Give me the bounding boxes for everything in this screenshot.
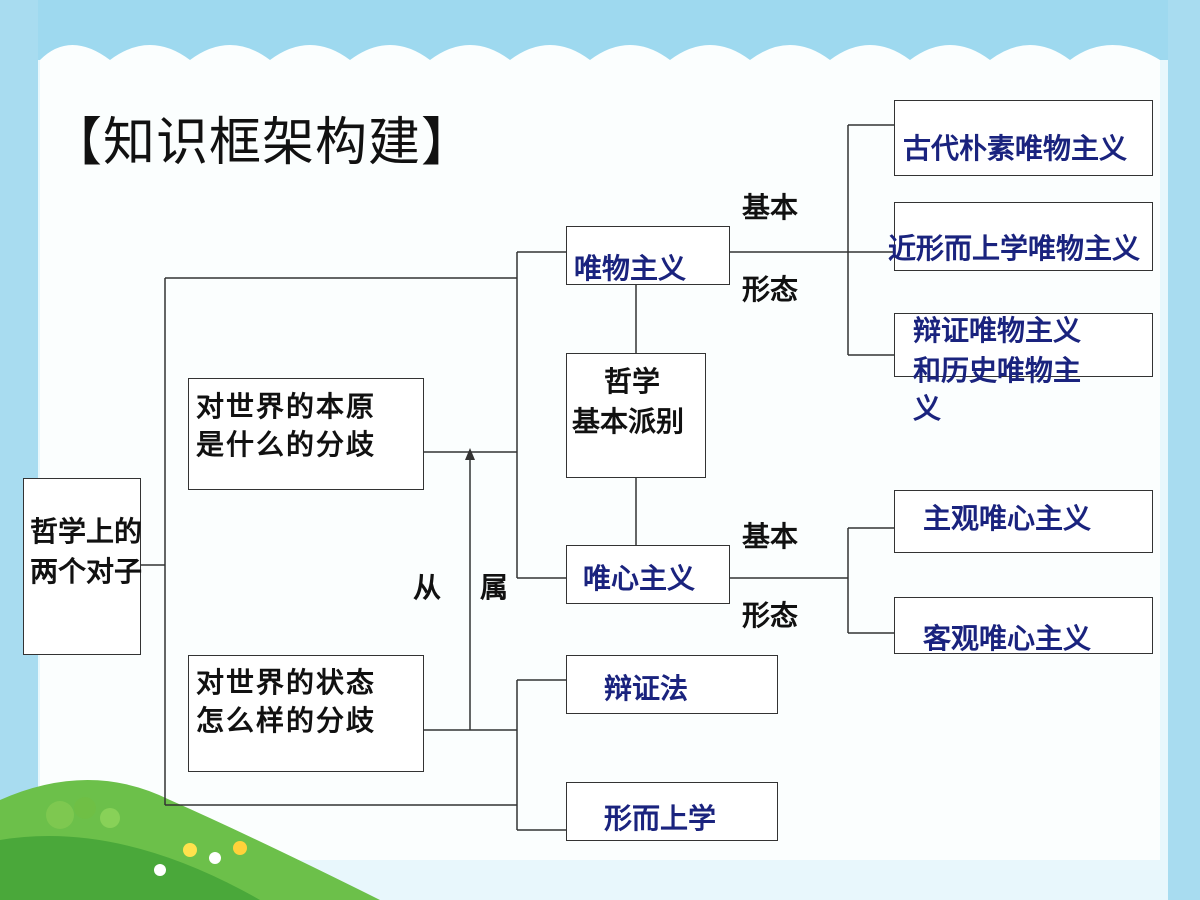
node-idealism-label: 唯心主义: [583, 562, 696, 595]
node-metaphysics: [566, 782, 778, 841]
node-dialectical-line2: 和历史唯物主: [913, 354, 1082, 387]
node-origin-question: [188, 378, 424, 490]
node-origin-line1: 对世界的本原: [196, 390, 377, 423]
node-ancient-label: 古代朴素唯物主义: [903, 132, 1128, 165]
node-dialectical-materialism: [894, 313, 1153, 377]
edge-label-basic-1: 基本: [742, 191, 799, 224]
node-state-question: [188, 655, 424, 772]
edge-label-form-2: 形态: [742, 599, 799, 632]
node-schools-line2: 基本派别: [572, 405, 685, 438]
node-idealism: [566, 545, 730, 604]
edge-label-form-1: 形态: [742, 273, 799, 306]
node-modern-materialism: [894, 202, 1153, 271]
node-dialectical-line1: 辩证唯物主义: [913, 314, 1082, 347]
node-origin-line2: 是什么的分歧: [196, 428, 377, 461]
node-ancient-materialism: [894, 100, 1153, 176]
node-materialism-label: 唯物主义: [574, 252, 687, 285]
page-title: 【知识框架构建】: [50, 113, 475, 173]
node-state-line2: 怎么样的分歧: [196, 704, 377, 737]
edge-label-cong: 从: [413, 571, 442, 604]
node-dialectics: [566, 655, 778, 714]
node-subjective-idealism: [894, 490, 1153, 553]
node-objective-idealism: [894, 597, 1153, 654]
node-objective-label: 客观唯心主义: [923, 622, 1092, 655]
node-state-line1: 对世界的状态: [196, 666, 377, 699]
node-root-label: 哲学上的两个对子: [30, 515, 143, 588]
edge-label-basic-2: 基本: [742, 520, 799, 553]
node-schools-line1: 哲学: [604, 365, 661, 398]
edge-label-shu: 属: [480, 571, 509, 604]
node-schools: [566, 353, 706, 478]
node-root: [23, 478, 141, 655]
node-metaphysics-label: 形而上学: [604, 802, 717, 835]
arrow-head-icon: [465, 448, 475, 460]
node-materialism: [566, 226, 730, 285]
node-modern-label: 近形而上学唯物主义: [888, 232, 1141, 265]
node-dialectics-label: 辩证法: [604, 672, 689, 705]
node-dialectical-line3: 义: [913, 392, 942, 425]
node-subjective-label: 主观唯心主义: [923, 502, 1092, 535]
